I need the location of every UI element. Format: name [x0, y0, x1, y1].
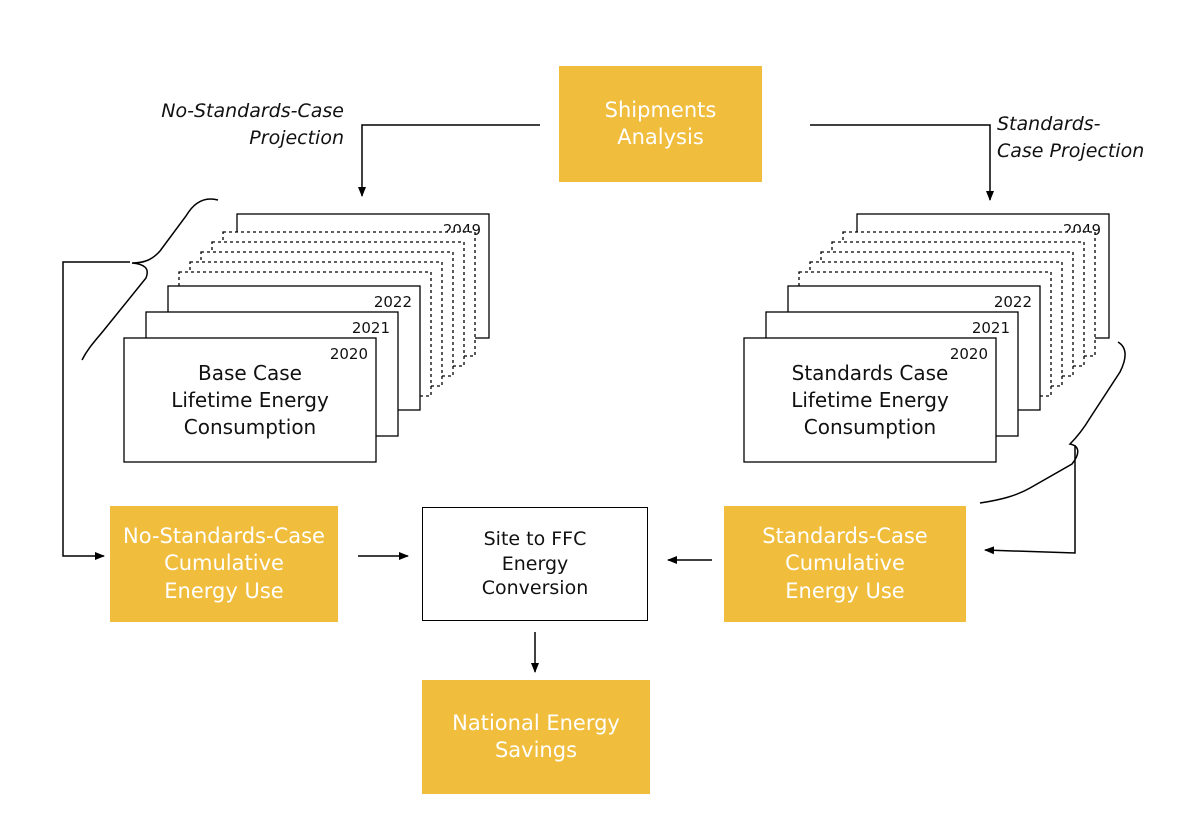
- base-case-line-1: Base Case: [197, 360, 302, 385]
- base-case-text: Base Case Lifetime Energy Consumption: [124, 338, 376, 462]
- base-case-line-3: Consumption: [183, 414, 317, 439]
- no-standards-cumulative-line-2: Cumulative: [164, 551, 284, 576]
- site-to-ffc-line-1: Site to FFC: [483, 527, 587, 550]
- standards-case-year-label: 2022: [994, 293, 1032, 311]
- site-to-ffc-box: Site to FFC Energy Conversion: [422, 507, 648, 621]
- no-standards-cumulative-box: No-Standards-Case Cumulative Energy Use: [110, 506, 338, 622]
- no-standards-projection-line-1: No-Standards-Case: [161, 100, 344, 122]
- base-case-year-label: 2020: [330, 345, 368, 363]
- standards-projection-label: Standards- Case Projection: [997, 111, 1144, 164]
- national-savings-line-1: National Energy: [452, 710, 620, 735]
- no-standards-cumulative-line-3: Energy Use: [164, 578, 284, 603]
- standards-cumulative-line-3: Energy Use: [785, 578, 905, 603]
- standards-cumulative-line-2: Cumulative: [785, 551, 905, 576]
- base-case-line-2: Lifetime Energy: [171, 387, 329, 412]
- base-case-card-8: [123, 337, 377, 463]
- base-case-year-label: 2022: [374, 293, 412, 311]
- standards-projection-line-2: Case Projection: [997, 139, 1145, 162]
- no-standards-cumulative-line-1: No-Standards-Case: [123, 524, 325, 549]
- arrow-shipments-to-base-case: [358, 124, 540, 197]
- arrow-shipments-to-standards-case: [810, 124, 994, 201]
- site-to-ffc-line-3: Conversion: [481, 577, 589, 600]
- no-standards-projection-label: No-Standards-Case Projection: [161, 98, 344, 151]
- shipments-line-2: Analysis: [617, 125, 704, 149]
- arrow-standards-case-to-cumulative: [984, 445, 1076, 555]
- standards-cumulative-box: Standards-Case Cumulative Energy Use: [724, 506, 966, 622]
- standards-case-text: Standards Case Lifetime Energy Consumpti…: [744, 338, 996, 462]
- standards-case-line-1: Standards Case: [791, 360, 949, 385]
- standards-case-card-8: [743, 337, 997, 463]
- standards-cumulative-line-1: Standards-Case: [762, 524, 928, 549]
- standards-case-year-label: 2021: [972, 319, 1010, 337]
- national-savings-line-2: Savings: [494, 738, 578, 762]
- shipments-line-1: Shipments: [604, 97, 717, 122]
- base-case-year-label: 2021: [352, 319, 390, 337]
- standards-projection-line-1: Standards-: [997, 113, 1101, 135]
- standards-case-line-2: Lifetime Energy: [791, 387, 949, 412]
- site-to-ffc-line-2: Energy: [501, 552, 569, 575]
- standards-case-year-label: 2020: [950, 345, 988, 363]
- national-energy-savings-box: National Energy Savings: [422, 680, 650, 794]
- standards-case-line-3: Consumption: [803, 414, 937, 439]
- no-standards-projection-line-2: Projection: [249, 126, 344, 149]
- left-curly-brace: [81, 198, 219, 361]
- shipments-analysis-box: Shipments Analysis: [559, 66, 762, 182]
- arrow-base-case-to-cumulative: [62, 261, 130, 560]
- right-curly-brace: [979, 341, 1126, 504]
